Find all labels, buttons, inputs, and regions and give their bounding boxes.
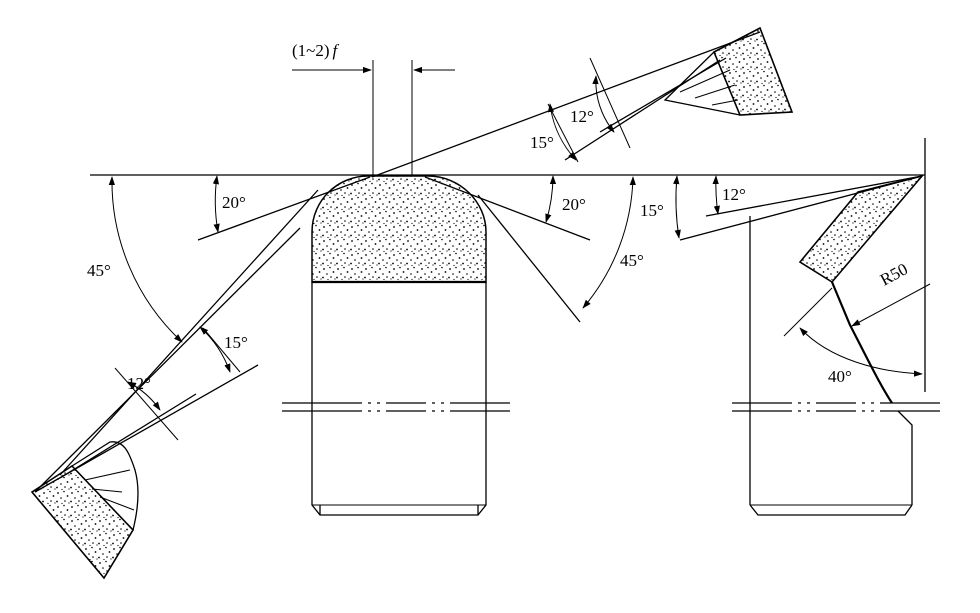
lower-left-wheel-segment (30, 464, 135, 580)
angle-15-top: 15° (530, 133, 554, 152)
angle-15-left: 15° (224, 333, 248, 352)
feed-label: (1~2)f (292, 41, 340, 60)
center-tool-shank (311, 282, 487, 516)
angle-12-left: 12° (127, 374, 151, 393)
right-tool-bottom (749, 504, 913, 516)
angle-45-right: 45° (620, 251, 644, 270)
radius-label: R50 (877, 259, 911, 289)
center-tool-tip (311, 175, 487, 283)
angle-40: 40° (828, 367, 852, 386)
angle-20-right: 20° (562, 195, 586, 214)
angle-45-left: 45° (87, 261, 111, 280)
angle-20-left: 20° (222, 193, 246, 212)
angle-12-top: 12° (570, 107, 594, 126)
upper-right-wheel-segment (712, 26, 794, 116)
angle-12-right: 12° (722, 185, 746, 204)
angle-15-right: 15° (640, 201, 664, 220)
